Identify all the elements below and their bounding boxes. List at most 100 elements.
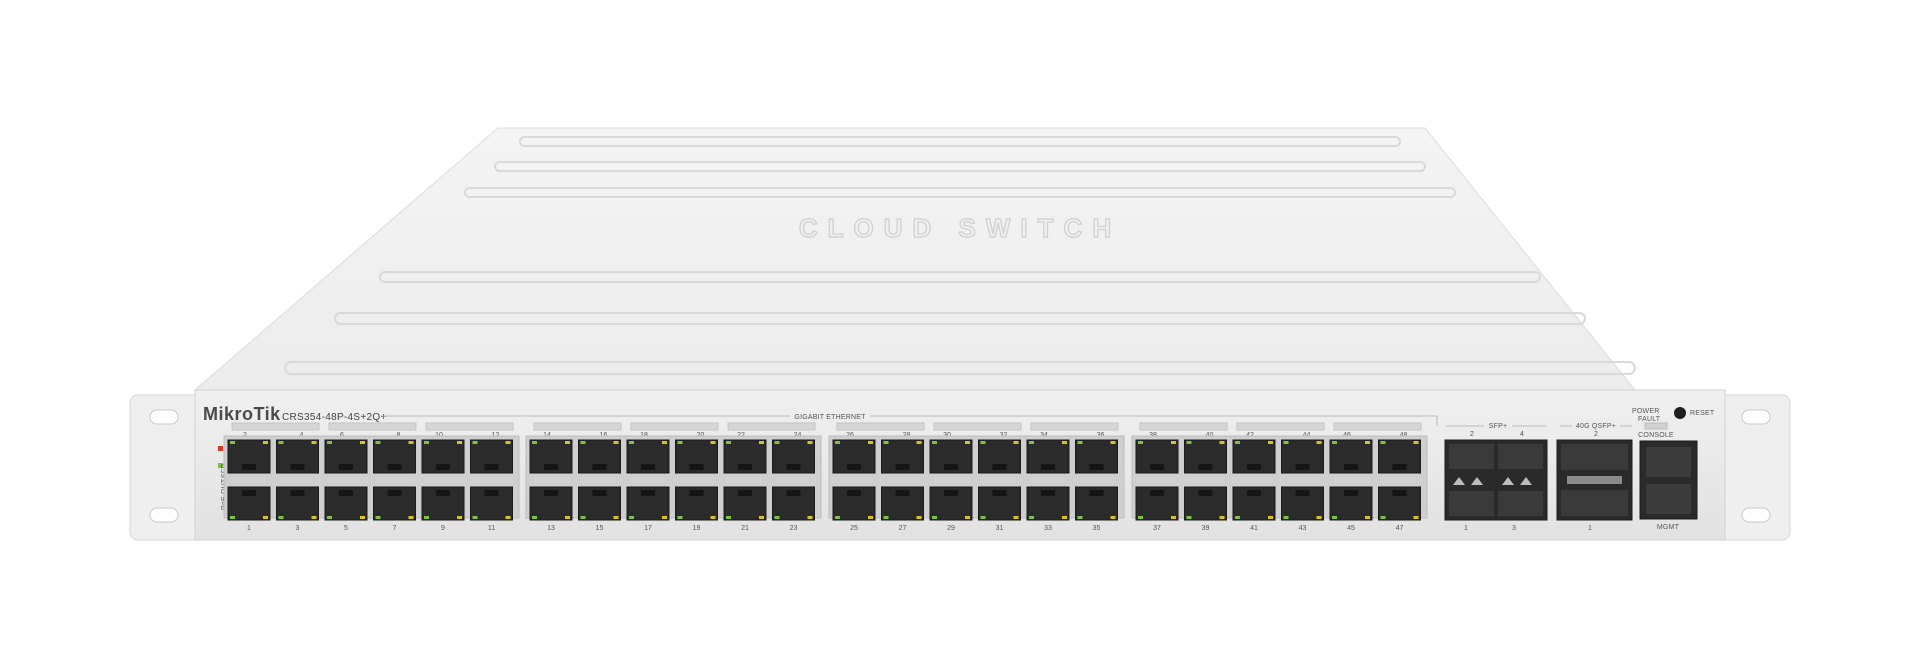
- port-led-green: [1235, 516, 1240, 519]
- port-led-green: [532, 441, 537, 444]
- sfp-port[interactable]: [1498, 444, 1543, 469]
- port-latch-slot: [544, 464, 558, 470]
- port-latch-slot: [339, 464, 353, 470]
- port-latch-slot: [1089, 490, 1104, 496]
- port-led-yellow: [759, 516, 764, 519]
- sfp-port-number: 3: [1512, 525, 1516, 532]
- port-led-green: [932, 441, 937, 444]
- sfp-port[interactable]: [1449, 444, 1494, 469]
- port-led-yellow: [360, 516, 365, 519]
- port-number-bottom: 39: [1202, 525, 1210, 532]
- sfp-port[interactable]: [1498, 491, 1543, 516]
- port-led-green: [327, 441, 332, 444]
- port-latch-slot: [641, 490, 655, 496]
- console-port[interactable]: [1646, 447, 1691, 477]
- port-latch-slot: [436, 464, 450, 470]
- port-number-bottom: 33: [1044, 525, 1052, 532]
- reset-button[interactable]: [1674, 407, 1686, 419]
- port-led-green: [883, 441, 889, 444]
- ethernet-port[interactable]: [1075, 486, 1118, 521]
- sfp-port-number: 1: [1464, 525, 1468, 532]
- sfp-plus-cage: SFP+ 2 4 1 3: [1444, 423, 1548, 532]
- ethernet-port[interactable]: [227, 486, 271, 521]
- port-led-yellow: [408, 516, 414, 519]
- sfp-arrow-icon: [1520, 477, 1532, 485]
- port-latch-slot: [1150, 490, 1164, 496]
- port-led-green: [677, 441, 683, 444]
- port-latch-slot: [544, 490, 558, 496]
- sfp-arrow-icon: [1502, 477, 1514, 485]
- qsfp-port[interactable]: [1561, 444, 1628, 470]
- port-led-yellow: [710, 441, 716, 444]
- port-latch-slot: [1041, 464, 1055, 470]
- port-led-yellow: [759, 441, 764, 444]
- lid-ribs: [284, 136, 1636, 375]
- port-number-bottom: 43: [1299, 525, 1307, 532]
- sfp-port-number: 4: [1520, 431, 1524, 438]
- port-led-green: [726, 516, 731, 519]
- led-window-strip: [231, 422, 1422, 431]
- port-latch-slot: [847, 490, 861, 496]
- port-latch-slot: [592, 490, 607, 496]
- port-led-green: [883, 516, 889, 519]
- port-number-bottom: 31: [996, 525, 1004, 532]
- embossed-top-text: CLOUD SWITCH: [799, 213, 1121, 243]
- port-led-yellow: [916, 516, 922, 519]
- led-window: [933, 422, 1022, 431]
- port-led-green: [1380, 441, 1386, 444]
- brand-logo: MikroTik: [203, 404, 281, 424]
- port-number-bottom: 29: [947, 525, 955, 532]
- port-led-yellow: [408, 441, 414, 444]
- port-led-yellow: [1013, 516, 1019, 519]
- port-latch-slot: [484, 464, 499, 470]
- port-number-bottom: 11: [488, 525, 495, 532]
- port-latch-slot: [641, 464, 655, 470]
- port-led-green: [726, 441, 731, 444]
- sfp-port[interactable]: [1449, 491, 1494, 516]
- port-led-green: [472, 441, 478, 444]
- port-number-bottom: 41: [1250, 525, 1258, 532]
- qsfp-port[interactable]: [1561, 490, 1628, 516]
- port-number-bottom: 3: [296, 525, 300, 532]
- port-led-yellow: [1062, 441, 1067, 444]
- port-led-yellow: [1365, 441, 1370, 444]
- port-latch-slot: [242, 490, 256, 496]
- qsfp-label: 40G QSFP+: [1576, 423, 1616, 430]
- port-led-yellow: [565, 441, 570, 444]
- port-latch-slot: [786, 490, 801, 496]
- port-led-yellow: [505, 516, 511, 519]
- led-window: [1030, 422, 1119, 431]
- led-window: [231, 422, 320, 431]
- ethernet-port[interactable]: [978, 439, 1021, 474]
- fault-label: FAULT: [1638, 416, 1661, 423]
- port-led-yellow: [807, 516, 813, 519]
- port-led-green: [980, 516, 986, 519]
- led-window: [727, 422, 816, 431]
- reset-label: RESET: [1690, 410, 1715, 417]
- port-latch-slot: [1089, 464, 1104, 470]
- port-latch-slot: [484, 490, 499, 496]
- port-latch-slot: [847, 464, 861, 470]
- port-latch-slot: [944, 464, 958, 470]
- led-window: [425, 422, 514, 431]
- mgmt-port[interactable]: [1646, 484, 1691, 514]
- led-window: [328, 422, 417, 431]
- port-number-bottom: 17: [644, 525, 652, 532]
- port-led-yellow: [505, 441, 511, 444]
- led-window: [533, 422, 622, 431]
- port-number-bottom: 23: [790, 525, 798, 532]
- port-latch-slot: [992, 464, 1007, 470]
- port-latch-slot: [992, 490, 1007, 496]
- port-led-green: [424, 516, 429, 519]
- port-led-green: [1186, 441, 1192, 444]
- console-mgmt-block: POWER FAULT RESET CONSOLE MGMT: [1632, 407, 1715, 531]
- port-number-bottom: 45: [1347, 525, 1355, 532]
- port-latch-slot: [339, 490, 353, 496]
- rack-ear-right: [1709, 394, 1791, 541]
- ethernet-port[interactable]: [772, 486, 815, 521]
- port-latch-slot: [1247, 464, 1261, 470]
- power-label: POWER: [1632, 408, 1659, 415]
- port-number-bottom: 21: [741, 525, 749, 532]
